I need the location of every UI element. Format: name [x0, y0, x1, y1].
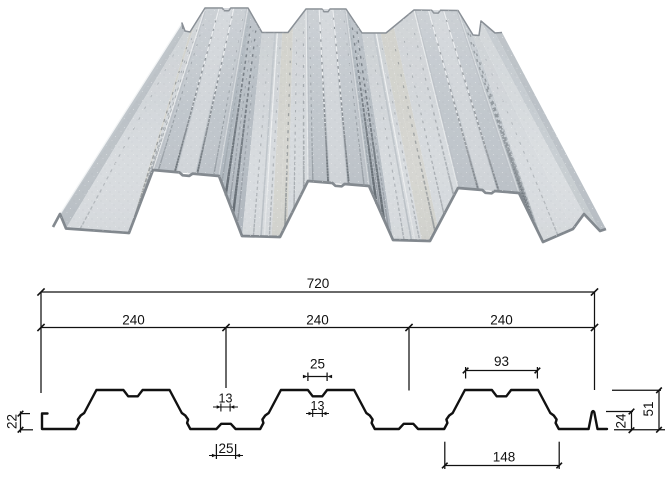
- svg-text:13: 13: [311, 399, 325, 413]
- svg-text:93: 93: [494, 354, 509, 369]
- svg-text:148: 148: [493, 450, 516, 465]
- svg-text:25: 25: [310, 357, 325, 372]
- svg-text:240: 240: [306, 313, 329, 328]
- svg-text:240: 240: [490, 313, 513, 328]
- svg-text:13: 13: [219, 392, 233, 406]
- svg-text:51: 51: [641, 401, 656, 416]
- svg-text:24: 24: [614, 413, 629, 429]
- svg-text:22: 22: [5, 414, 20, 429]
- svg-text:240: 240: [122, 313, 145, 328]
- svg-text:25: 25: [218, 441, 233, 456]
- svg-text:720: 720: [307, 276, 330, 291]
